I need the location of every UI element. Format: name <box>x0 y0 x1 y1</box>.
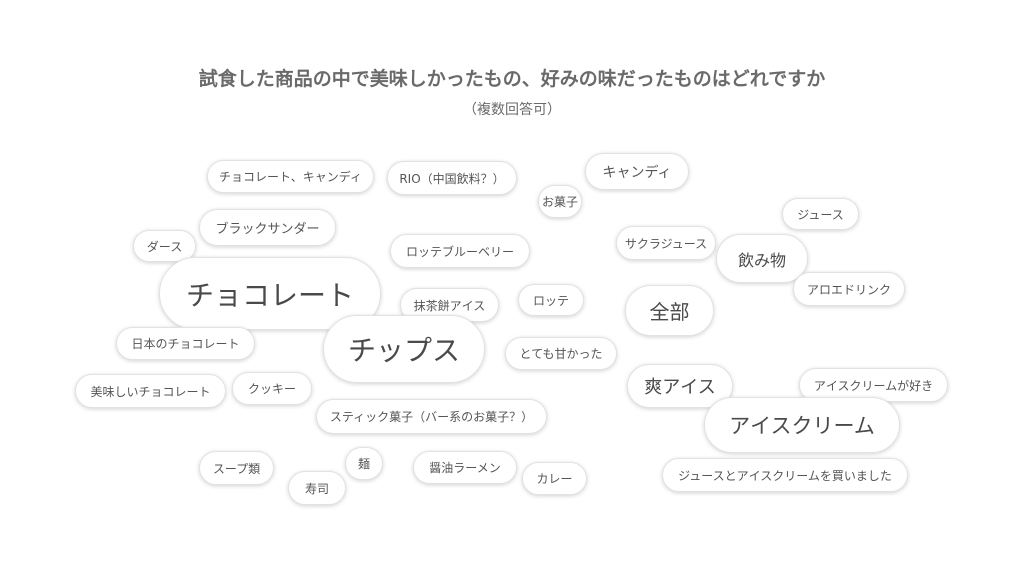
word-bubble: チョコレート、キャンディ <box>207 160 374 193</box>
word-bubble: 日本のチョコレート <box>116 327 255 360</box>
word-bubble: スティック菓子（バー系のお菓子？） <box>316 399 547 434</box>
word-bubble: アロエドリンク <box>793 272 905 306</box>
word-bubble: 美味しいチョコレート <box>75 374 226 408</box>
question-subtitle: （複数回答可） <box>463 102 561 118</box>
word-bubble: ジュース <box>782 198 859 230</box>
word-bubble: クッキー <box>232 372 312 405</box>
word-bubble: 飲み物 <box>716 234 808 283</box>
word-bubble: とても甘かった <box>505 337 617 370</box>
word-bubble: 全部 <box>625 285 714 336</box>
word-bubble: 麺 <box>345 447 383 480</box>
word-bubble: ロッテブルーベリー <box>390 234 530 268</box>
word-bubble: キャンディ <box>585 153 689 190</box>
word-bubble: アイスクリーム <box>704 397 900 453</box>
word-bubble: 醤油ラーメン <box>413 451 517 484</box>
word-bubble: 寿司 <box>288 471 346 505</box>
word-bubble: カレー <box>522 462 587 495</box>
word-bubble: ブラックサンダー <box>199 209 336 246</box>
word-bubble: サクラジュース <box>616 226 716 260</box>
word-bubble: 抹茶餅アイス <box>400 288 499 322</box>
word-bubble: お菓子 <box>538 185 582 218</box>
word-bubble: 爽アイス <box>627 364 733 408</box>
question-title: 試食した商品の中で美味しかったもの、好みの味だったものはどれですか <box>198 68 826 90</box>
word-bubble: スープ類 <box>199 451 274 485</box>
word-bubble: ジュースとアイスクリームを買いました <box>662 458 908 492</box>
word-bubble: RIO（中国飲料？） <box>387 161 517 195</box>
word-bubble: チップス <box>323 315 485 383</box>
word-bubble: ロッテ <box>518 284 584 316</box>
word-bubble: ダース <box>133 230 196 262</box>
